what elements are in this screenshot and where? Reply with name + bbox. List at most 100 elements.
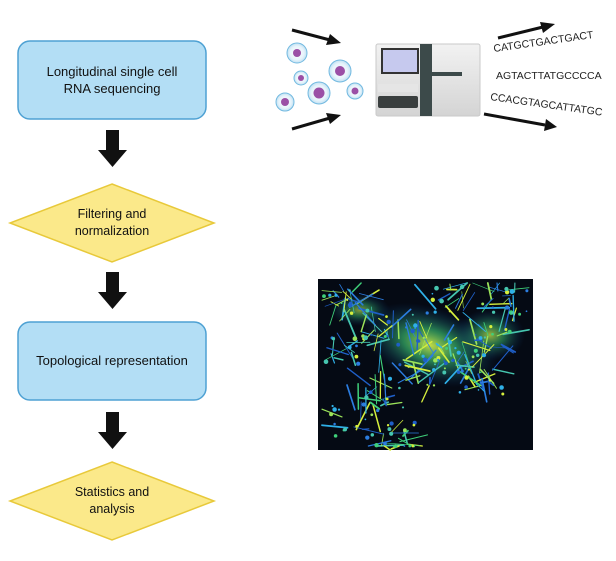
network-node: [475, 334, 477, 336]
network-node: [505, 306, 509, 310]
network-node: [362, 402, 366, 406]
decision-diamond: [10, 184, 214, 262]
read-3: CCACGTAGCATTATGC: [490, 91, 604, 119]
network-node: [444, 361, 448, 365]
network-node: [387, 424, 389, 426]
network-node: [365, 435, 369, 439]
network-node: [452, 359, 455, 362]
network-node: [413, 323, 417, 327]
network-node: [388, 377, 392, 381]
input-arrow-top: [292, 30, 341, 45]
network-node: [418, 340, 421, 343]
network-node: [492, 307, 494, 309]
network-node: [350, 312, 353, 315]
sequencer-machine-icon: [376, 44, 480, 116]
network-node: [371, 433, 374, 436]
network-node: [468, 369, 470, 371]
network-node: [394, 444, 398, 448]
network-node: [432, 368, 436, 372]
network-node: [525, 289, 528, 292]
step3-label-line1: Topological representation: [36, 353, 188, 368]
network-node: [355, 425, 358, 428]
network-node: [482, 353, 486, 357]
decision-diamond: [10, 462, 214, 540]
network-node: [343, 427, 347, 431]
network-node: [374, 443, 378, 447]
flow-step-topology: Topological representation: [18, 322, 206, 400]
network-node: [408, 445, 411, 448]
flow-step-filtering: Filtering and normalization: [10, 184, 214, 262]
network-node: [437, 359, 439, 361]
network-edge: [398, 320, 399, 339]
network-node: [434, 286, 439, 291]
network-node: [334, 294, 337, 297]
network-node: [426, 311, 429, 314]
network-node: [341, 302, 343, 304]
network-node: [431, 298, 435, 302]
network-node: [434, 363, 436, 365]
network-node: [349, 301, 353, 305]
network-node: [353, 336, 358, 341]
network-node: [501, 393, 504, 396]
network-node: [389, 421, 393, 425]
sequence-reads: CATGCTGACTGACT AGTACTTATGCCCCA CCACGTAGC…: [490, 29, 604, 119]
cell-icon: [308, 82, 330, 104]
network-edge: [490, 304, 512, 305]
network-node: [363, 335, 368, 340]
network-node: [449, 310, 451, 312]
network-node: [476, 354, 479, 357]
network-node: [436, 343, 438, 345]
network-node: [324, 359, 329, 364]
network-node: [405, 326, 407, 328]
flow-arrow-2: [98, 272, 127, 309]
network-node: [332, 337, 335, 340]
network-node: [433, 358, 437, 362]
network-node: [365, 419, 367, 421]
process-box: [18, 41, 206, 119]
network-node: [348, 345, 352, 349]
network-node: [508, 330, 512, 334]
network-node: [408, 366, 410, 368]
network-node: [322, 294, 326, 298]
network-node: [426, 384, 428, 386]
network-node: [478, 389, 480, 391]
network-node: [526, 310, 528, 312]
network-node: [489, 379, 492, 382]
network-node: [415, 373, 417, 375]
network-node: [356, 362, 360, 366]
network-node: [504, 287, 508, 291]
step4-label-line2: analysis: [89, 502, 134, 516]
flow-arrow-1: [98, 130, 127, 167]
cell-icon: [347, 83, 363, 99]
network-node: [384, 335, 387, 338]
step2-label-line1: Filtering and: [78, 207, 147, 221]
network-node: [464, 385, 468, 389]
network-node: [442, 371, 446, 375]
network-node: [370, 334, 372, 336]
network-node: [479, 336, 483, 340]
network-node: [333, 423, 336, 426]
network-node: [448, 340, 452, 344]
network-node: [484, 336, 486, 338]
step1-label-line2: RNA sequencing: [64, 81, 161, 96]
network-node: [386, 398, 389, 401]
network-node: [366, 314, 368, 316]
network-node: [489, 325, 492, 328]
network-node: [386, 320, 390, 324]
network-node: [481, 302, 484, 305]
network-node: [338, 408, 340, 410]
network-node: [434, 310, 437, 313]
network-node: [510, 289, 515, 294]
network-node: [465, 368, 467, 370]
network-node: [445, 347, 448, 350]
step2-label-line2: normalization: [75, 224, 149, 238]
network-node: [518, 313, 521, 316]
network-node: [396, 343, 400, 347]
network-node: [444, 367, 446, 369]
network-node: [346, 299, 348, 301]
input-arrow-bottom: [292, 113, 341, 129]
network-node: [459, 391, 462, 394]
network-node: [383, 442, 387, 446]
